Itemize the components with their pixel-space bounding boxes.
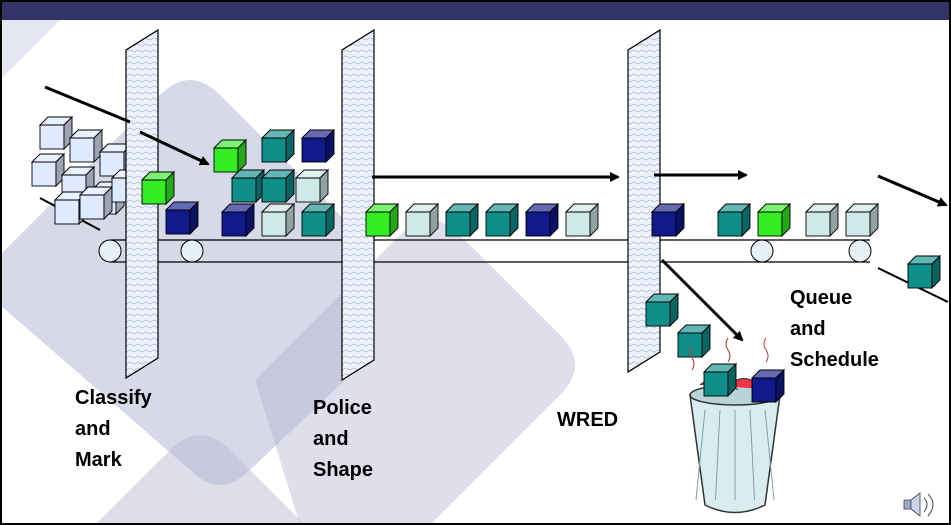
filter-screen-wred [627,28,661,374]
watermark-shape [0,20,60,80]
packet-cube [300,202,336,238]
packet-cube [844,202,880,238]
packet-cube [702,362,738,398]
packet-cube [750,368,786,404]
packet-cube [164,200,200,236]
packet-cube [524,202,560,238]
belt-roller [98,239,122,263]
packet-cube [230,168,266,204]
packet-cube [294,168,330,204]
belt-roller [750,239,774,263]
packet-cube [364,202,400,238]
packet-cube [804,202,840,238]
packet-cube [78,185,114,221]
flow-arrow [44,85,131,124]
packet-cube [30,152,66,188]
packet-cube [906,254,942,290]
packet-cube [300,128,336,164]
packet-cube [260,168,296,204]
packet-cube [676,323,712,359]
belt-roller [848,239,872,263]
watermark-shape [95,435,305,525]
stink-line [689,345,695,371]
packet-cube [650,202,686,238]
packet-cube [484,202,520,238]
packet-cube [260,128,296,164]
packet-cube [444,202,480,238]
packet-cube [38,115,74,151]
packet-cube [220,202,256,238]
stage-label-wred: WRED [557,409,619,431]
packet-cube [68,128,104,164]
stink-line [725,337,731,363]
flow-arrow [877,174,948,207]
title-bar [0,0,951,20]
packet-cube [564,202,600,238]
packet-cube [404,202,440,238]
flow-arrow [139,130,210,166]
packet-cube [716,202,752,238]
stink-line [763,337,769,363]
packet-cube [260,202,296,238]
speaker-icon [903,492,934,517]
packet-cube [140,170,176,206]
packet-cube [756,202,792,238]
packet-cube [644,292,680,328]
watermark-shape [255,220,575,525]
filter-screen-police [341,28,375,382]
belt-roller [180,239,204,263]
drop-arrow [660,258,744,342]
packet-cube [212,138,248,174]
